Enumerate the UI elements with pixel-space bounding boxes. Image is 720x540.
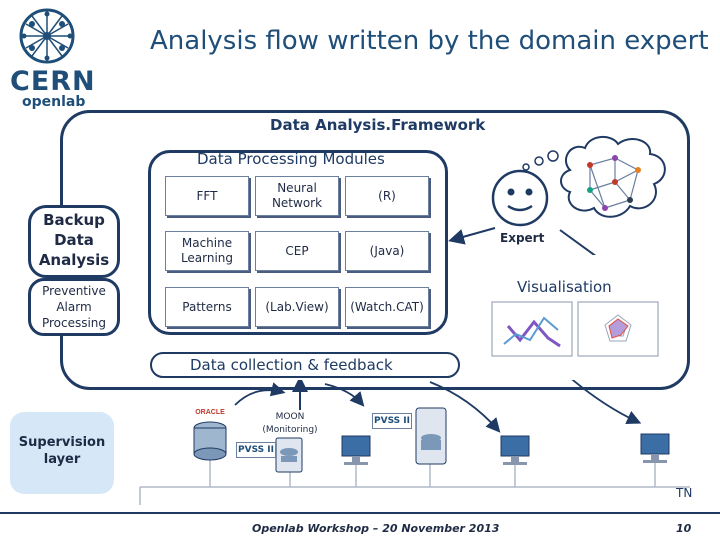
moon-monitoring-label: MOON (Monitoring): [262, 412, 318, 435]
backup-analysis-box: [28, 205, 120, 278]
module-neural-network: Neural Network: [255, 176, 339, 216]
pvss-badge: PVSS II: [236, 442, 276, 458]
expert-label: Expert: [500, 231, 545, 245]
openlab-logo-text: openlab: [22, 94, 86, 110]
data-collection-box: [150, 352, 460, 378]
server-icon: [275, 437, 303, 473]
supervision-layer-box: [10, 412, 114, 494]
module-watchcat: (Watch.CAT): [345, 287, 429, 327]
oracle-database-icon: ORACLE: [193, 409, 227, 461]
radar-chart-icon: [604, 314, 632, 342]
footer-divider: [0, 512, 720, 514]
processing-modules-label: Data Processing Modules: [197, 150, 385, 168]
line-chart-icon: [503, 316, 561, 348]
module-patterns: Patterns: [165, 287, 249, 327]
pvss-badge: PVSS II: [372, 413, 412, 429]
alarm-processing-label: Preventive Alarm Processing: [41, 284, 107, 330]
backup-analysis-label: Backup Data Analysis: [38, 211, 110, 269]
server-icon: [415, 407, 447, 465]
cern-logo-text: CERN: [10, 66, 96, 97]
expert-thought-graphic: [448, 136, 666, 255]
framework-label: Data Analysis.Framework: [270, 116, 486, 134]
monitor-icon: [500, 435, 530, 465]
module-machine-learning: Machine Learning: [165, 231, 249, 271]
cern-network-logo-icon: [19, 8, 75, 64]
visualisation-label: Visualisation: [517, 278, 612, 296]
visualisation-charts: [491, 301, 659, 357]
page-number: 10: [676, 522, 692, 535]
module-cep: CEP: [255, 231, 339, 271]
module-labview: (Lab.View): [255, 287, 339, 327]
module-fft: FFT: [165, 176, 249, 216]
tn-label: TN: [676, 486, 693, 500]
infrastructure-graphic: ORACLE: [139, 380, 690, 505]
monitor-icon: [341, 435, 371, 465]
module-r: (R): [345, 176, 429, 216]
module-java: (Java): [345, 231, 429, 271]
footer-text: Openlab Workshop – 20 November 2013: [252, 522, 500, 535]
oracle-label: ORACLE: [195, 409, 225, 416]
monitor-icon: [640, 433, 670, 463]
data-collection-label: Data collection & feedback: [190, 356, 393, 374]
expert-face-icon: [491, 169, 549, 227]
supervision-layer-label: Supervision layer: [18, 435, 106, 467]
page-title: Analysis flow written by the domain expe…: [150, 26, 709, 56]
alarm-processing-box: [28, 278, 120, 336]
